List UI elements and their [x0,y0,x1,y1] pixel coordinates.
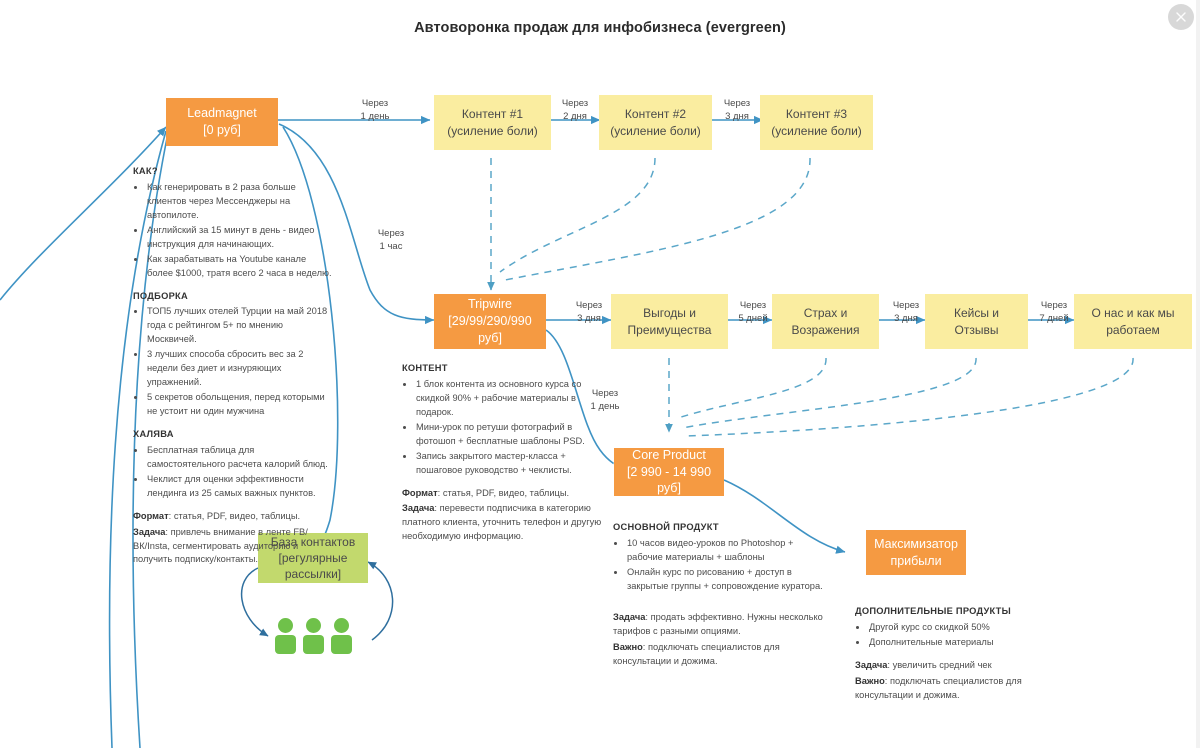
core-product-notes: ОСНОВНОЙ ПРОДУКТ 10 часов видео-уроков п… [613,521,825,670]
edge-label-content1-to-content2: Через 2 дня [561,98,589,122]
node-core-product-line1: Core Product [632,447,706,462]
node-tripwire-line1: Tripwire [468,297,512,312]
page-title: Автоворонка продаж для инфобизнеса (ever… [414,20,786,36]
node-contacts-base-line3: рассылки] [284,567,342,582]
list-item: ТОП5 лучших отелей Турции на май 2018 го… [146,305,333,347]
leadmagnet-selection-list: ТОП5 лучших отелей Турции на май 2018 го… [133,305,333,419]
edge-label-tripwire-to-core: Через 1 день [590,388,620,412]
leadmagnet-how-list: Как генерировать в 2 раза больше клиенто… [133,181,333,281]
list-item: 10 часов видео-уроков по Photoshop + раб… [626,537,825,565]
maximizer-notes: ДОПОЛНИТЕЛЬНЫЕ ПРОДУКТЫ Другой курс со с… [855,605,1055,705]
edge-label-lm-to-content1: Через 1 день [360,98,390,122]
node-content-3[interactable]: Контент #3 (усиление боли) [760,95,873,150]
contacts-people-icon [275,618,352,654]
edge-label-fears-to-cases: Через 3 дня [892,300,920,324]
leadmagnet-freebie-heading: ХАЛЯВА [133,428,174,439]
node-content-2-line1: Контент #2 [624,107,687,122]
node-fears-line1: Страх и [803,306,848,321]
edge-label-content2-to-content3: Через 3 дня [723,98,751,122]
person-glyph [303,618,324,654]
node-leadmagnet-line2: [0 руб] [203,123,241,137]
leadmagnet-format-line: Формат: статья, PDF, видео, таблицы. [133,510,301,521]
tripwire-format-line: Формат: статья, PDF, видео, таблицы. [402,487,570,498]
node-fears[interactable]: Страх и Возражения [772,294,879,349]
node-cases-line1: Кейсы и Отзывы [953,306,1000,337]
list-item: 1 блок контента из основного курса со ск… [415,378,607,420]
close-button[interactable] [1168,4,1194,30]
node-maximizer[interactable]: Максимизатор прибыли [866,530,966,575]
node-tripwire[interactable]: Tripwire [29/99/290/990 руб] [434,294,546,349]
leadmagnet-notes: КАК? Как генерировать в 2 раза больше кл… [133,165,333,569]
node-benefits-line2: Преимущества [627,322,712,337]
node-tripwire-line2: [29/99/290/990 руб] [448,314,532,345]
core-product-task-line: Задача: продать эффективно. Нужны нескол… [613,611,823,636]
edge-label-lm-to-tripwire: Через 1 час [377,228,405,252]
node-maximizer-line1: Максимизатор [874,536,958,551]
list-item: Бесплатная таблица для самостоятельного … [146,444,333,472]
core-product-important-line: Важно: подключать специалистов для консу… [613,641,780,666]
node-about[interactable]: О нас и как мы работаем [1074,294,1192,349]
list-item: 5 секретов обольщения, перед которыми не… [146,391,333,419]
tripwire-task-line: Задача: перевести подписчика в категорию… [402,503,602,542]
edge-label-benefits-to-fears: Через 5 дней [738,300,768,324]
list-item: Дополнительные материалы [868,636,1055,650]
leadmagnet-task-line: Задача: привлечь внимание в ленте FB/ВК/… [133,526,308,565]
leadmagnet-how-heading: КАК? [133,166,158,176]
node-contacts-base-line2: [регулярные [278,550,348,565]
list-item: Как генерировать в 2 раза больше клиенто… [146,181,333,223]
node-content-1[interactable]: Контент #1 (усиление боли) [434,95,551,150]
scrollbar-track[interactable] [1196,0,1200,748]
list-item: Онлайн курс по рисованию + доступ в закр… [626,566,825,594]
leadmagnet-selection-heading: ПОДБОРКА [133,290,188,301]
list-item: Как зарабатывать на Youtube канале более… [146,253,333,281]
list-item: Другой курс со скидкой 50% [868,621,1055,635]
node-contacts-base[interactable]: База контактов [регулярные рассылки] [258,533,368,583]
node-about-line1: О нас и как мы [1091,306,1175,321]
list-item: Запись закрытого мастер-класса + пошагов… [415,450,607,478]
maximizer-heading: ДОПОЛНИТЕЛЬНЫЕ ПРОДУКТЫ [855,606,1011,616]
core-product-heading: ОСНОВНОЙ ПРОДУКТ [613,522,719,532]
tripwire-content-list: 1 блок контента из основного курса со ск… [402,378,607,478]
node-content-3-line2: (усиление боли) [771,123,862,138]
list-item: 3 лучших способа сбросить вес за 2 недел… [146,348,333,390]
tripwire-content-heading: КОНТЕНТ [402,363,448,373]
node-benefits-line1: Выгоды и [643,306,696,321]
node-core-product-line2: [2 990 - 14 990 руб] [626,464,712,496]
maximizer-important-line: Важно: подключать специалистов для консу… [855,675,1022,700]
node-contacts-base-line1: База контактов [270,534,356,549]
node-maximizer-line2: прибыли [890,553,942,568]
core-product-list: 10 часов видео-уроков по Photoshop + раб… [613,537,825,594]
node-core-product[interactable]: Core Product [2 990 - 14 990 руб] [614,448,724,496]
node-fears-line2: Возражения [791,322,860,337]
maximizer-list: Другой курс со скидкой 50% Дополнительны… [855,621,1055,650]
node-content-3-line1: Контент #3 [785,107,848,122]
node-leadmagnet-line1: Leadmagnet [187,106,257,121]
node-content-1-line1: Контент #1 [461,107,524,122]
edge-label-tripwire-to-benefits: Через 3 дня [575,300,603,324]
list-item: Английский за 15 минут в день - видео ин… [146,224,333,252]
edge-label-cases-to-about: Через 7 дней [1039,300,1069,324]
list-item: Мини-урок по ретуши фотографий в фотошоп… [415,421,607,449]
maximizer-task-line: Задача: увеличить средний чек [855,659,992,670]
person-glyph [275,618,296,654]
node-content-2-line2: (усиление боли) [610,123,701,138]
leadmagnet-freebie-list: Бесплатная таблица для самостоятельного … [133,444,333,501]
node-cases[interactable]: Кейсы и Отзывы [925,294,1028,349]
person-glyph [331,618,352,654]
node-leadmagnet[interactable]: Leadmagnet [0 руб] [166,98,278,146]
node-about-line2: работаем [1106,322,1160,337]
close-icon [1176,12,1186,22]
node-content-1-line2: (усиление боли) [447,123,538,138]
list-item: Чеклист для оценки эффективности лендинг… [146,473,333,501]
node-content-2[interactable]: Контент #2 (усиление боли) [599,95,712,150]
node-benefits[interactable]: Выгоды и Преимущества [611,294,728,349]
tripwire-notes: КОНТЕНТ 1 блок контента из основного кур… [402,362,607,546]
